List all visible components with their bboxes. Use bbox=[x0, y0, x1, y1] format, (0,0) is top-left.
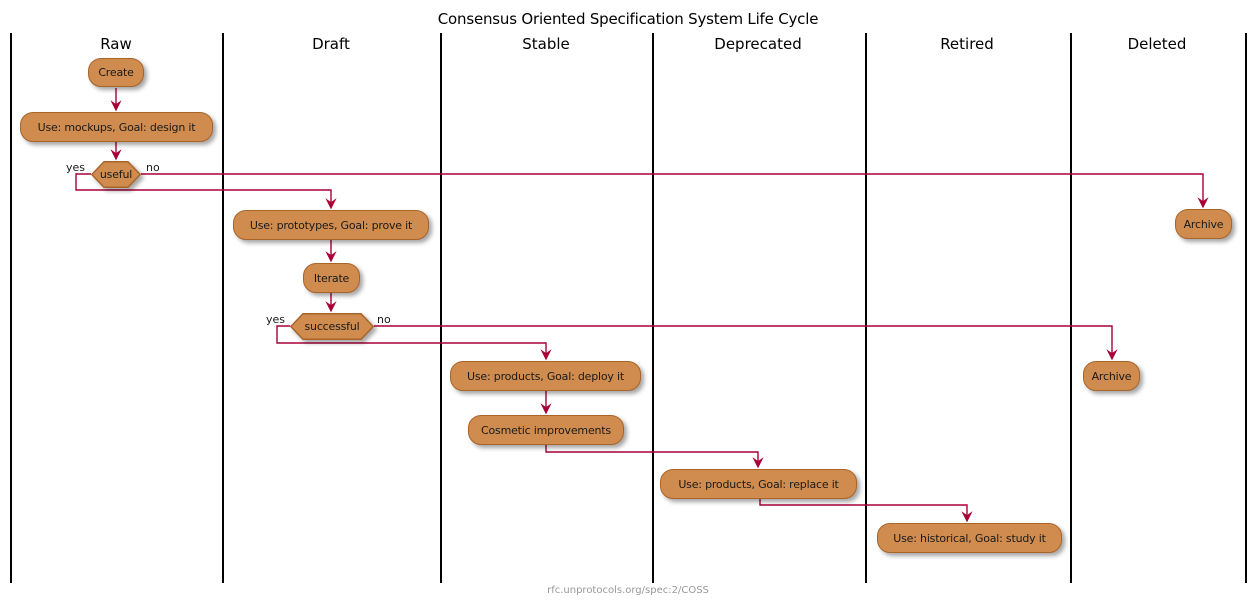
activity-use-mockups: Use: mockups, Goal: design it bbox=[20, 112, 213, 142]
node-label-archive-1: Archive bbox=[1183, 217, 1224, 231]
rounded-shape: Iterate bbox=[303, 263, 360, 293]
swimlane-divider-3 bbox=[652, 33, 654, 583]
swimlane-title-draft: Draft bbox=[312, 35, 350, 53]
activity-create: Create bbox=[88, 58, 144, 87]
swimlane-divider-5 bbox=[1070, 33, 1072, 583]
decision-successful: successful bbox=[290, 313, 374, 340]
activity-archive-2: Archive bbox=[1083, 361, 1140, 391]
node-label-useful: useful bbox=[99, 168, 133, 181]
node-label-cosmetic-improvements: Cosmetic improvements bbox=[481, 423, 611, 437]
node-label-use-historical: Use: historical, Goal: study it bbox=[893, 531, 1046, 545]
swimlane-divider-2 bbox=[440, 33, 442, 583]
swimlane-divider-1 bbox=[222, 33, 224, 583]
edge-successful-no-to-archive-2 bbox=[374, 325, 1118, 361]
activity-use-historical: Use: historical, Goal: study it bbox=[877, 523, 1062, 553]
branch-label-no-successful-no-to-archive-2: no bbox=[377, 313, 391, 326]
node-label-use-products-replace: Use: products, Goal: replace it bbox=[678, 477, 839, 491]
branch-label-yes-useful-yes-to-prototypes: yes bbox=[66, 161, 86, 174]
activity-use-products-replace: Use: products, Goal: replace it bbox=[660, 469, 857, 499]
activity-archive-1: Archive bbox=[1175, 209, 1232, 239]
branch-label-no-useful-no-to-archive-1: no bbox=[146, 161, 160, 174]
rounded-shape: Cosmetic improvements bbox=[468, 415, 624, 445]
swimlane-divider-4 bbox=[865, 33, 867, 583]
rounded-shape: Archive bbox=[1175, 209, 1232, 239]
node-label-use-mockups: Use: mockups, Goal: design it bbox=[37, 120, 196, 134]
node-label-successful: successful bbox=[304, 320, 360, 333]
rounded-shape: Use: products, Goal: deploy it bbox=[450, 361, 641, 391]
branch-label-yes-successful-yes-to-deploy: yes bbox=[266, 313, 286, 326]
swimlane-title-deprecated: Deprecated bbox=[714, 35, 802, 53]
rounded-shape: Use: products, Goal: replace it bbox=[660, 469, 857, 499]
swimlane-title-stable: Stable bbox=[522, 35, 570, 53]
diagram-title: Consensus Oriented Specification System … bbox=[437, 10, 819, 28]
edge-useful-no-to-archive-1 bbox=[141, 173, 1209, 209]
footer-url: rfc.unprotocols.org/spec:2/COSS bbox=[547, 585, 709, 596]
node-label-use-products-deploy: Use: products, Goal: deploy it bbox=[467, 369, 624, 383]
activity-use-prototypes: Use: prototypes, Goal: prove it bbox=[233, 210, 429, 240]
swimlane-title-retired: Retired bbox=[940, 35, 994, 53]
swimlane-title-deleted: Deleted bbox=[1127, 35, 1187, 53]
activity-iterate: Iterate bbox=[303, 263, 360, 293]
rounded-shape: Create bbox=[88, 58, 144, 87]
edge-replace-to-study bbox=[759, 499, 973, 523]
swimlane-title-raw: Raw bbox=[100, 35, 132, 53]
swimlane-divider-0 bbox=[10, 33, 12, 583]
node-label-archive-2: Archive bbox=[1091, 369, 1132, 383]
node-label-create: Create bbox=[98, 66, 134, 79]
activity-cosmetic-improvements: Cosmetic improvements bbox=[468, 415, 624, 445]
rounded-shape: Use: mockups, Goal: design it bbox=[20, 112, 213, 142]
activity-use-products-deploy: Use: products, Goal: deploy it bbox=[450, 361, 641, 391]
node-label-use-prototypes: Use: prototypes, Goal: prove it bbox=[249, 218, 413, 232]
rounded-shape: Use: historical, Goal: study it bbox=[877, 523, 1062, 553]
node-label-iterate: Iterate bbox=[313, 271, 350, 285]
rounded-shape: Archive bbox=[1083, 361, 1140, 391]
hexagon-shape bbox=[91, 161, 141, 188]
rounded-shape: Use: prototypes, Goal: prove it bbox=[233, 210, 429, 240]
decision-useful: useful bbox=[91, 161, 141, 188]
swimlane-divider-6 bbox=[1245, 33, 1247, 583]
hexagon-shape bbox=[290, 313, 374, 340]
